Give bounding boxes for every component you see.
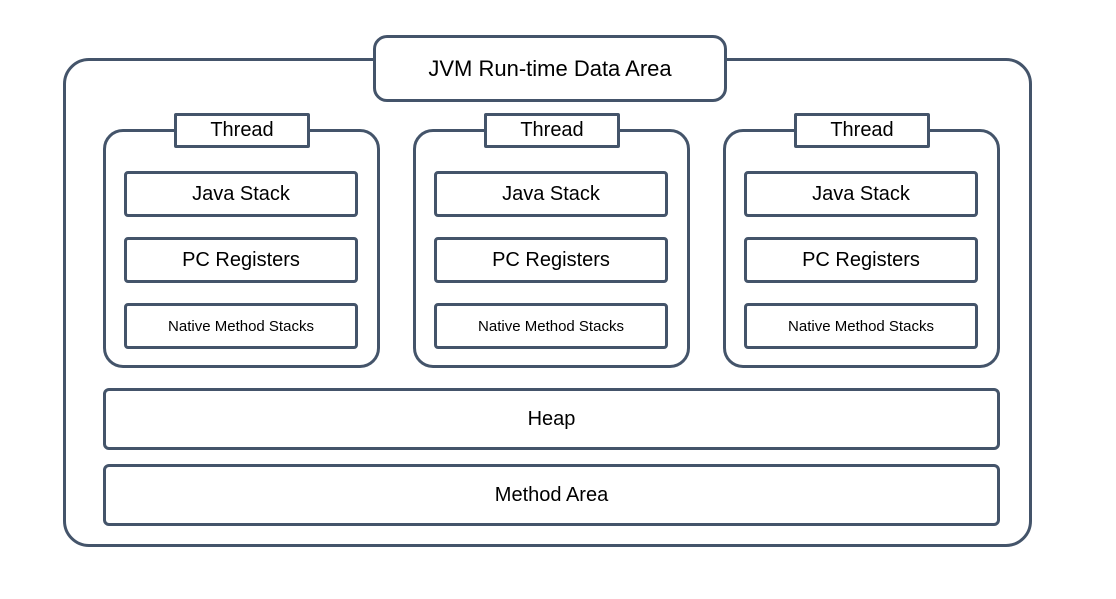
method-area-box: Method Area xyxy=(103,464,1000,526)
native-method-stacks-box-3: Native Method Stacks xyxy=(744,303,978,349)
java-stack-box-2: Java Stack xyxy=(434,171,668,217)
native-method-stacks-box-2: Native Method Stacks xyxy=(434,303,668,349)
heap-box: Heap xyxy=(103,388,1000,450)
java-stack-box-1: Java Stack xyxy=(124,171,358,217)
pc-registers-box-3: PC Registers xyxy=(744,237,978,283)
pc-registers-box-1: PC Registers xyxy=(124,237,358,283)
diagram-title: JVM Run-time Data Area xyxy=(373,35,727,102)
thread-label-3: Thread xyxy=(794,113,930,148)
thread-label-1: Thread xyxy=(174,113,310,148)
native-method-stacks-box-1: Native Method Stacks xyxy=(124,303,358,349)
thread-label-2: Thread xyxy=(484,113,620,148)
java-stack-box-3: Java Stack xyxy=(744,171,978,217)
pc-registers-box-2: PC Registers xyxy=(434,237,668,283)
